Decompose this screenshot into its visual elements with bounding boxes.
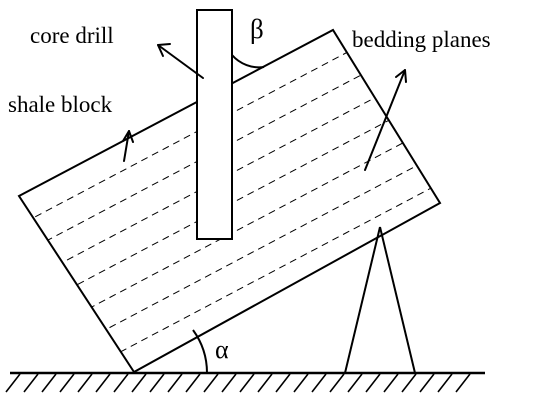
hatch-mark <box>221 373 237 393</box>
bedding-plane-5 <box>19 115 440 349</box>
hatch-mark <box>329 373 345 393</box>
hatch-mark <box>131 373 147 393</box>
bedding-planes-label: bedding planes <box>352 27 491 52</box>
stand-leg-left <box>344 226 381 374</box>
core-drill-arrow <box>157 43 204 79</box>
ground-hatching <box>5 373 471 393</box>
alpha-label: α <box>215 335 229 364</box>
hatch-mark <box>5 373 21 393</box>
beta-angle-arc <box>231 54 265 69</box>
hatch-mark <box>311 373 327 393</box>
hatch-mark <box>419 373 435 393</box>
hatch-mark <box>167 373 183 393</box>
hatch-mark <box>41 373 57 393</box>
core-drill-label: core drill <box>30 23 114 48</box>
hatch-mark <box>257 373 273 393</box>
hatch-mark <box>185 373 201 393</box>
hatch-mark <box>113 373 129 393</box>
bedding-plane-4 <box>19 85 440 319</box>
hatch-mark <box>347 373 363 393</box>
shale-block-label: shale block <box>8 92 113 117</box>
bedding-plane-6 <box>19 145 440 372</box>
ground <box>5 371 485 393</box>
hatch-mark <box>239 373 255 393</box>
arrows <box>122 43 407 171</box>
hatch-mark <box>383 373 399 393</box>
hatch-mark <box>437 373 453 393</box>
hatch-mark <box>77 373 93 393</box>
hatch-mark <box>401 373 417 393</box>
hatch-mark <box>293 373 309 393</box>
hatch-mark <box>59 373 75 393</box>
hatch-mark <box>23 373 39 393</box>
shale-block <box>17 28 442 374</box>
hatch-mark <box>275 373 291 393</box>
bedding-plane-7 <box>19 175 440 372</box>
hatch-mark <box>455 373 471 393</box>
stand-leg-right <box>379 226 416 374</box>
core-drill-bar <box>196 9 233 240</box>
hatch-mark <box>95 373 111 393</box>
bedding-planes-arrow <box>364 69 407 171</box>
alpha-angle-arc <box>192 329 208 374</box>
hatch-mark <box>149 373 165 393</box>
support-stand <box>344 226 416 374</box>
shale-block-arrow <box>122 130 134 162</box>
beta-label: β <box>250 14 264 44</box>
hatch-mark <box>365 373 381 393</box>
hatch-mark <box>203 373 219 393</box>
